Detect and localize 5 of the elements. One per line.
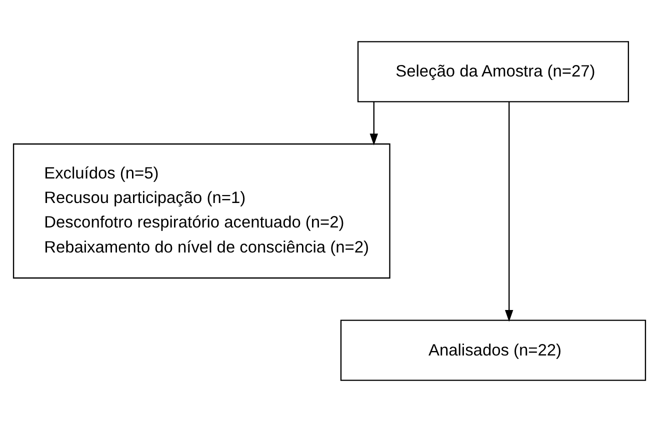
node-box: Analisados (n=22): [340, 319, 646, 380]
arrow: [370, 101, 378, 145]
node-box: Excluídos (n=5) Recusou participação (n=1) Desconfotro respiratório acentuado (n=2) Rebaixamento do nível de consciência (n=2): [12, 142, 390, 278]
arrow: [504, 102, 514, 322]
node-box: Seleção da Amostra (n=27): [357, 40, 629, 102]
